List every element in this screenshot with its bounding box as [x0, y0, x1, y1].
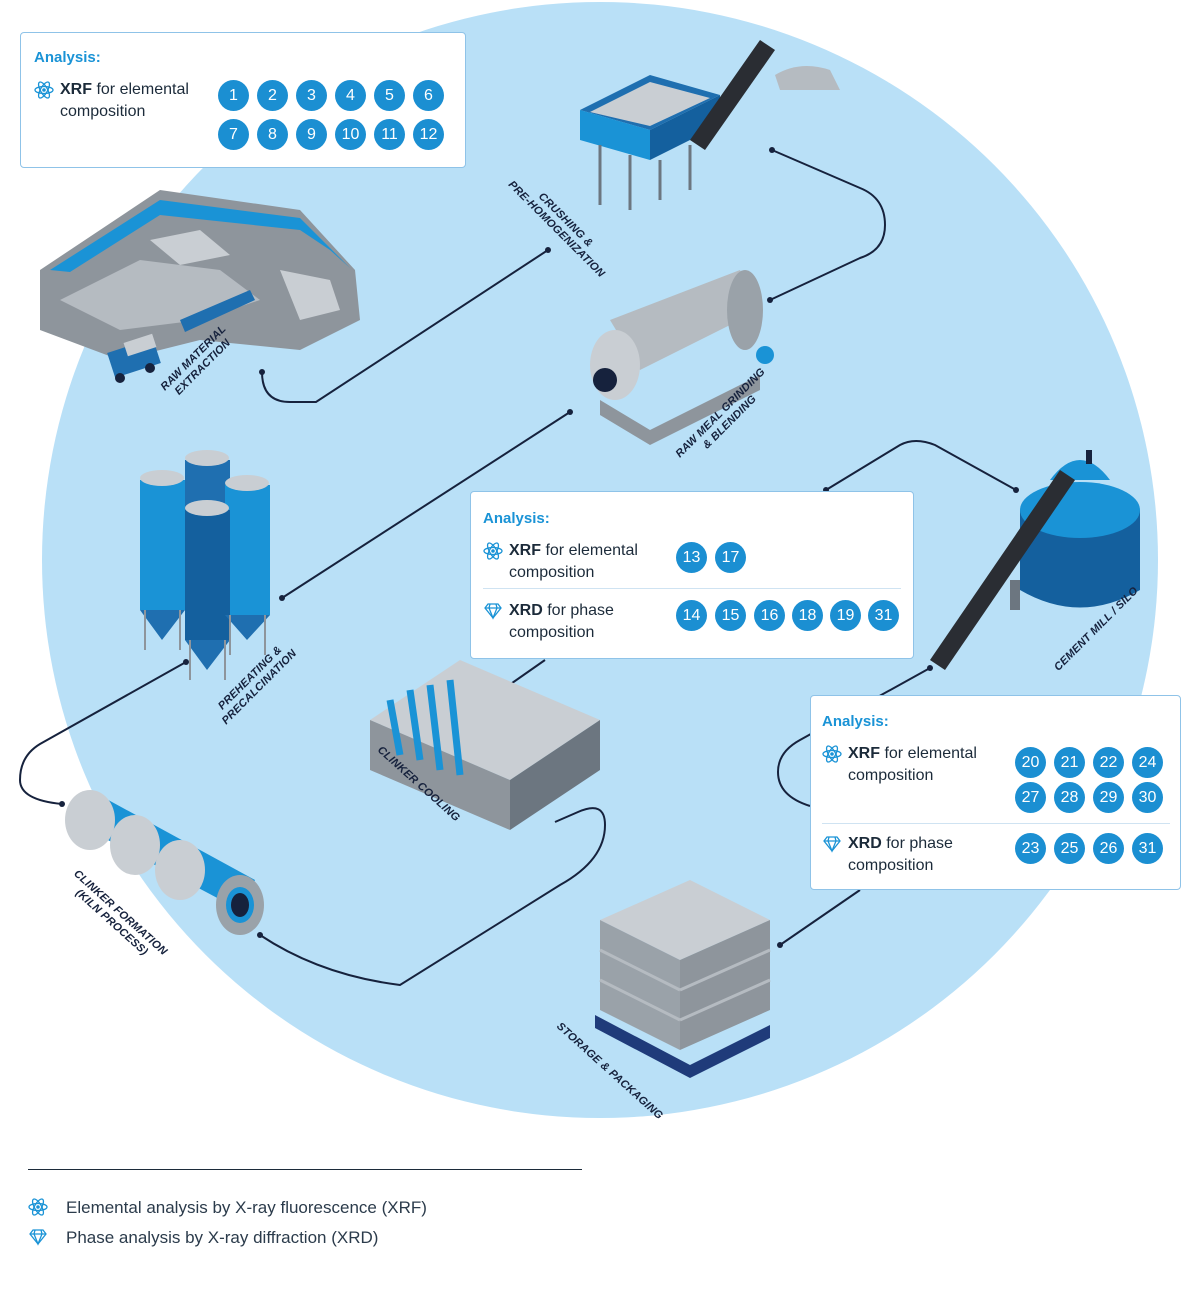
raw-mill-illustration [590, 270, 774, 445]
sample-badge[interactable]: 3 [296, 80, 327, 111]
xrf-label: XRF [509, 542, 541, 559]
panel-title: Analysis: [34, 49, 101, 66]
quarry-illustration [40, 190, 360, 383]
sample-badge[interactable]: 18 [792, 600, 823, 631]
sample-badge[interactable]: 4 [335, 80, 366, 111]
diamond-icon [29, 1229, 47, 1246]
sample-badge[interactable]: 8 [257, 119, 288, 150]
sample-badge[interactable]: 1 [218, 80, 249, 111]
sample-badge[interactable]: 5 [374, 80, 405, 111]
xrd-desc-line2: composition [509, 624, 595, 641]
sample-badge[interactable]: 25 [1054, 833, 1085, 864]
sample-badge[interactable]: 12 [413, 119, 444, 150]
cooler-illustration [370, 660, 600, 830]
sample-badge[interactable]: 2 [257, 80, 288, 111]
kiln-illustration [65, 790, 264, 935]
xrf-desc-line2: composition [60, 103, 146, 120]
silo-illustration [140, 450, 270, 680]
xrf-desc: for elemental [92, 81, 189, 98]
sample-badge[interactable]: 31 [868, 600, 899, 631]
storage-illustration [595, 880, 771, 1078]
sample-badge[interactable]: 22 [1093, 747, 1124, 778]
legend-xrf-text: Elemental analysis by X-ray fluorescence… [66, 1198, 427, 1217]
xrf-desc: for elemental [880, 745, 977, 762]
crusher-illustration [580, 40, 840, 210]
sample-badge[interactable]: 11 [374, 119, 405, 150]
diamond-icon [823, 836, 841, 853]
sample-badge[interactable]: 10 [335, 119, 366, 150]
analysis-panel-clinker: Analysis: XRF for elemental composition 1… [470, 491, 914, 659]
sample-badge[interactable]: 26 [1093, 833, 1124, 864]
atom-icon [483, 542, 503, 560]
xrf-desc-line2: composition [848, 767, 934, 784]
atom-icon [34, 81, 54, 99]
analysis-panel-raw: Analysis: XRF for elemental composition 1… [20, 32, 466, 168]
xrd-label: XRD [509, 602, 543, 619]
xrd-desc: for phase [542, 602, 614, 619]
panel-title: Analysis: [822, 713, 889, 730]
sample-badge[interactable]: 28 [1054, 782, 1085, 813]
sample-badge[interactable]: 20 [1015, 747, 1046, 778]
xrf-desc-line2: composition [509, 564, 595, 581]
divider [822, 823, 1170, 824]
panel-title: Analysis: [483, 510, 550, 527]
legend-divider [28, 1169, 582, 1170]
sample-badge[interactable]: 16 [754, 600, 785, 631]
divider [483, 588, 901, 589]
xrf-label: XRF [848, 745, 880, 762]
xrd-desc: for phase [881, 835, 953, 852]
sample-badge[interactable]: 9 [296, 119, 327, 150]
legend-item-xrf: Elemental analysis by X-ray fluorescence… [28, 1197, 488, 1219]
sample-badge[interactable]: 15 [715, 600, 746, 631]
sample-badge[interactable]: 19 [830, 600, 861, 631]
xrd-label: XRD [848, 835, 882, 852]
analysis-panel-cement: Analysis: XRF for elemental composition 2… [810, 695, 1181, 890]
legend-item-xrd: Phase analysis by X-ray diffraction (XRD… [28, 1227, 488, 1249]
flow-path [18, 149, 1017, 987]
sample-badge[interactable]: 14 [676, 600, 707, 631]
sample-badge[interactable]: 21 [1054, 747, 1085, 778]
sample-badge[interactable]: 30 [1132, 782, 1163, 813]
sample-badge[interactable]: 7 [218, 119, 249, 150]
xrf-label: XRF [60, 81, 92, 98]
sample-badge[interactable]: 27 [1015, 782, 1046, 813]
atom-icon [28, 1198, 48, 1216]
cement-silo-illustration [930, 450, 1140, 670]
diamond-icon [484, 603, 502, 620]
sample-badge[interactable]: 6 [413, 80, 444, 111]
sample-badge[interactable]: 29 [1093, 782, 1124, 813]
sample-badge[interactable]: 23 [1015, 833, 1046, 864]
xrd-desc-line2: composition [848, 857, 934, 874]
sample-badge[interactable]: 31 [1132, 833, 1163, 864]
xrf-desc: for elemental [541, 542, 638, 559]
sample-badge[interactable]: 17 [715, 542, 746, 573]
sample-badge[interactable]: 13 [676, 542, 707, 573]
legend-xrd-text: Phase analysis by X-ray diffraction (XRD… [66, 1228, 379, 1247]
atom-icon [822, 745, 842, 763]
sample-badge[interactable]: 24 [1132, 747, 1163, 778]
